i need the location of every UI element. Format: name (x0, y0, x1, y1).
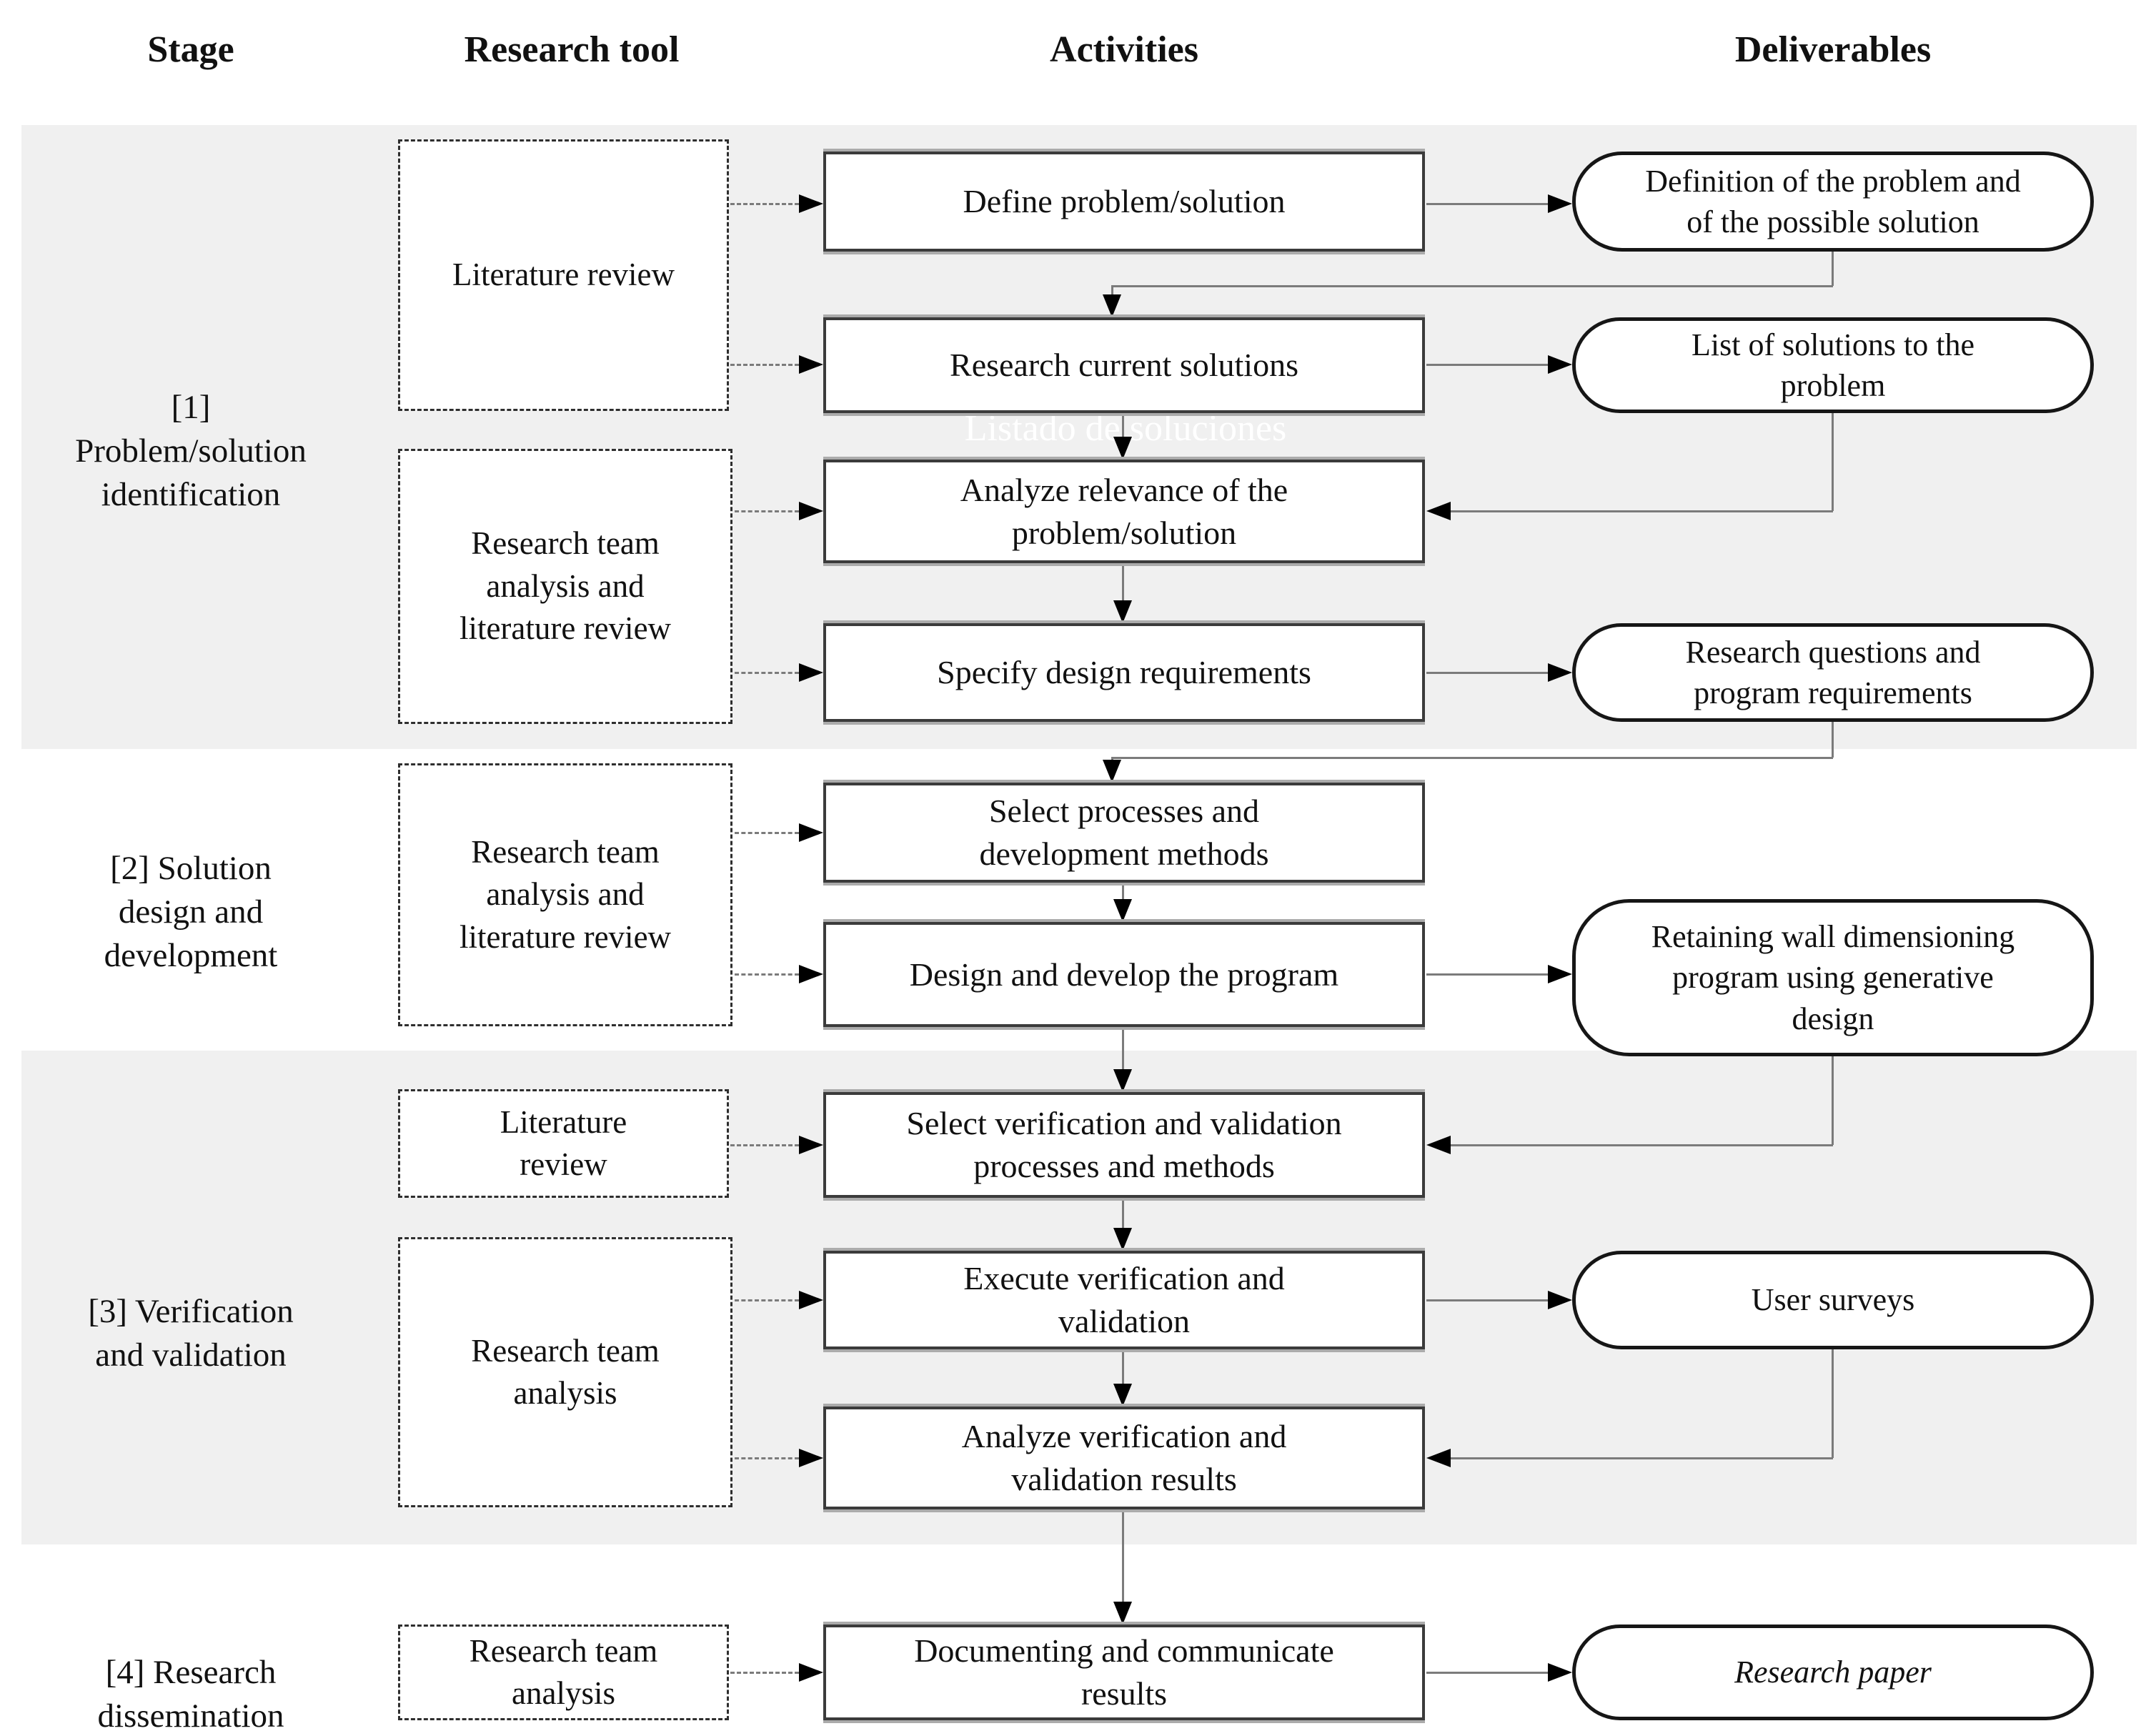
activity-box-define-problem: Define problem/solution (823, 152, 1425, 252)
flow-arrow-line (1426, 672, 1548, 674)
flow-arrow-line (1426, 364, 1548, 366)
feedback-arrow-head (1426, 1136, 1451, 1154)
dashed-arrow-line (730, 364, 799, 366)
flow-arrow-head (1548, 1291, 1572, 1309)
feedback-line (1112, 757, 1833, 759)
flow-arrow-head (1548, 663, 1572, 682)
feedback-line (1451, 510, 1833, 512)
flow-arrow-head (1548, 355, 1572, 374)
activity-box-select-processes: Select processes and development methods (823, 783, 1425, 883)
flow-arrow-line (1426, 973, 1548, 976)
flow-arrow-head (1113, 1384, 1132, 1407)
feedback-line (1832, 1056, 1834, 1145)
dashed-arrow-head (799, 1449, 823, 1467)
flow-arrow-head (1548, 194, 1572, 213)
flow-arrow-head (1113, 600, 1132, 623)
dashed-arrow-line (730, 203, 799, 205)
dashed-arrow-line (735, 832, 799, 834)
dashed-arrow-head (799, 663, 823, 682)
deliverable-oval-solutions-list: List of solutions to the problem (1572, 317, 2094, 413)
flow-arrow-line (1122, 1349, 1124, 1384)
flow-arrow-line (1122, 563, 1124, 600)
deliverable-oval-research-questions: Research questions and program requireme… (1572, 623, 2094, 722)
flow-arrow-line (1426, 1299, 1548, 1301)
flow-arrow-head (1113, 1602, 1132, 1625)
tool-box-team-analysis-2: Research team analysis (398, 1625, 729, 1720)
dashed-arrow-head (799, 355, 823, 374)
flow-arrow-head (1113, 1228, 1132, 1251)
dashed-arrow-line (735, 1457, 799, 1459)
stage-label-3: [3] Verification and validation (88, 1293, 294, 1374)
stage-label-2: [2] Solution design and development (104, 850, 278, 975)
stage-label-1: [1] Problem/solution identification (75, 389, 307, 514)
flow-arrow-line (1426, 203, 1548, 205)
feedback-line (1832, 252, 1834, 286)
dashed-arrow-head (799, 965, 823, 983)
tool-box-literature-review-2: Literature review (398, 1089, 729, 1198)
dashed-arrow-line (735, 672, 799, 674)
dashed-arrow-line (730, 1672, 799, 1674)
dashed-arrow-line (730, 1144, 799, 1146)
tool-box-team-analysis-lit-review-2: Research team analysis and literature re… (398, 763, 732, 1026)
dashed-arrow-head (799, 823, 823, 842)
dashed-arrow-head (799, 1136, 823, 1154)
tool-box-literature-review-1: Literature review (398, 139, 729, 411)
flow-arrow-head (1113, 1069, 1132, 1092)
feedback-line (1112, 285, 1833, 287)
dashed-arrow-head (799, 194, 823, 213)
flow-arrow-line (1122, 883, 1124, 899)
activity-box-analyze-vv: Analyze verification and validation resu… (823, 1407, 1425, 1509)
activity-box-select-vv: Select verification and validation proce… (823, 1092, 1425, 1198)
flow-arrow-line (1122, 1509, 1124, 1602)
feedback-line (1111, 757, 1113, 760)
feedback-line (1111, 285, 1113, 294)
deliverable-oval-research-paper: Research paper (1572, 1625, 2094, 1720)
dashed-arrow-line (735, 510, 799, 512)
dashed-arrow-line (735, 1299, 799, 1301)
tool-box-team-analysis-lit-review-1: Research team analysis and literature re… (398, 449, 732, 724)
dashed-arrow-head (799, 1663, 823, 1682)
flow-arrow-head (1548, 965, 1572, 983)
column-header-research-tool: Research tool (464, 29, 680, 70)
activity-box-research-solutions: Research current solutions (823, 317, 1425, 413)
deliverable-oval-problem-definition: Definition of the problem and of the pos… (1572, 152, 2094, 252)
flow-arrow-head (1113, 437, 1132, 460)
activity-box-design-develop: Design and develop the program (823, 922, 1425, 1027)
feedback-line (1832, 1349, 1834, 1458)
deliverable-oval-user-surveys: User surveys (1572, 1251, 2094, 1349)
tool-box-team-analysis-1: Research team analysis (398, 1237, 732, 1507)
deliverable-oval-retaining-wall-program: Retaining wall dimensioning program usin… (1572, 899, 2094, 1056)
dashed-arrow-head (799, 502, 823, 520)
activity-box-specify-requirements: Specify design requirements (823, 623, 1425, 722)
feedback-line (1832, 413, 1834, 511)
flow-arrow-head (1548, 1663, 1572, 1682)
feedback-arrow-head (1103, 294, 1121, 317)
stage-label-4: [4] Research dissemination (97, 1654, 284, 1735)
feedback-line (1451, 1457, 1833, 1459)
activity-box-execute-vv: Execute verification and validation (823, 1251, 1425, 1349)
feedback-line (1451, 1144, 1833, 1146)
flow-arrow-line (1122, 1198, 1124, 1228)
flow-arrow-line (1426, 1672, 1548, 1674)
activity-box-documenting: Documenting and communicate results (823, 1625, 1425, 1720)
feedback-arrow-head (1426, 1449, 1451, 1467)
column-header-deliverables: Deliverables (1734, 29, 1932, 70)
flow-arrow-line (1122, 413, 1124, 437)
flow-arrow-line (1122, 1027, 1124, 1069)
flow-arrow-head (1113, 899, 1132, 922)
dashed-arrow-head (799, 1291, 823, 1309)
feedback-arrow-head (1103, 760, 1121, 783)
activity-box-analyze-relevance: Analyze relevance of the problem/solutio… (823, 460, 1425, 563)
column-header-activities: Activities (1050, 29, 1198, 70)
feedback-line (1832, 722, 1834, 758)
dashed-arrow-line (735, 973, 799, 976)
feedback-arrow-head (1426, 502, 1451, 520)
column-header-stage: Stage (147, 29, 234, 70)
